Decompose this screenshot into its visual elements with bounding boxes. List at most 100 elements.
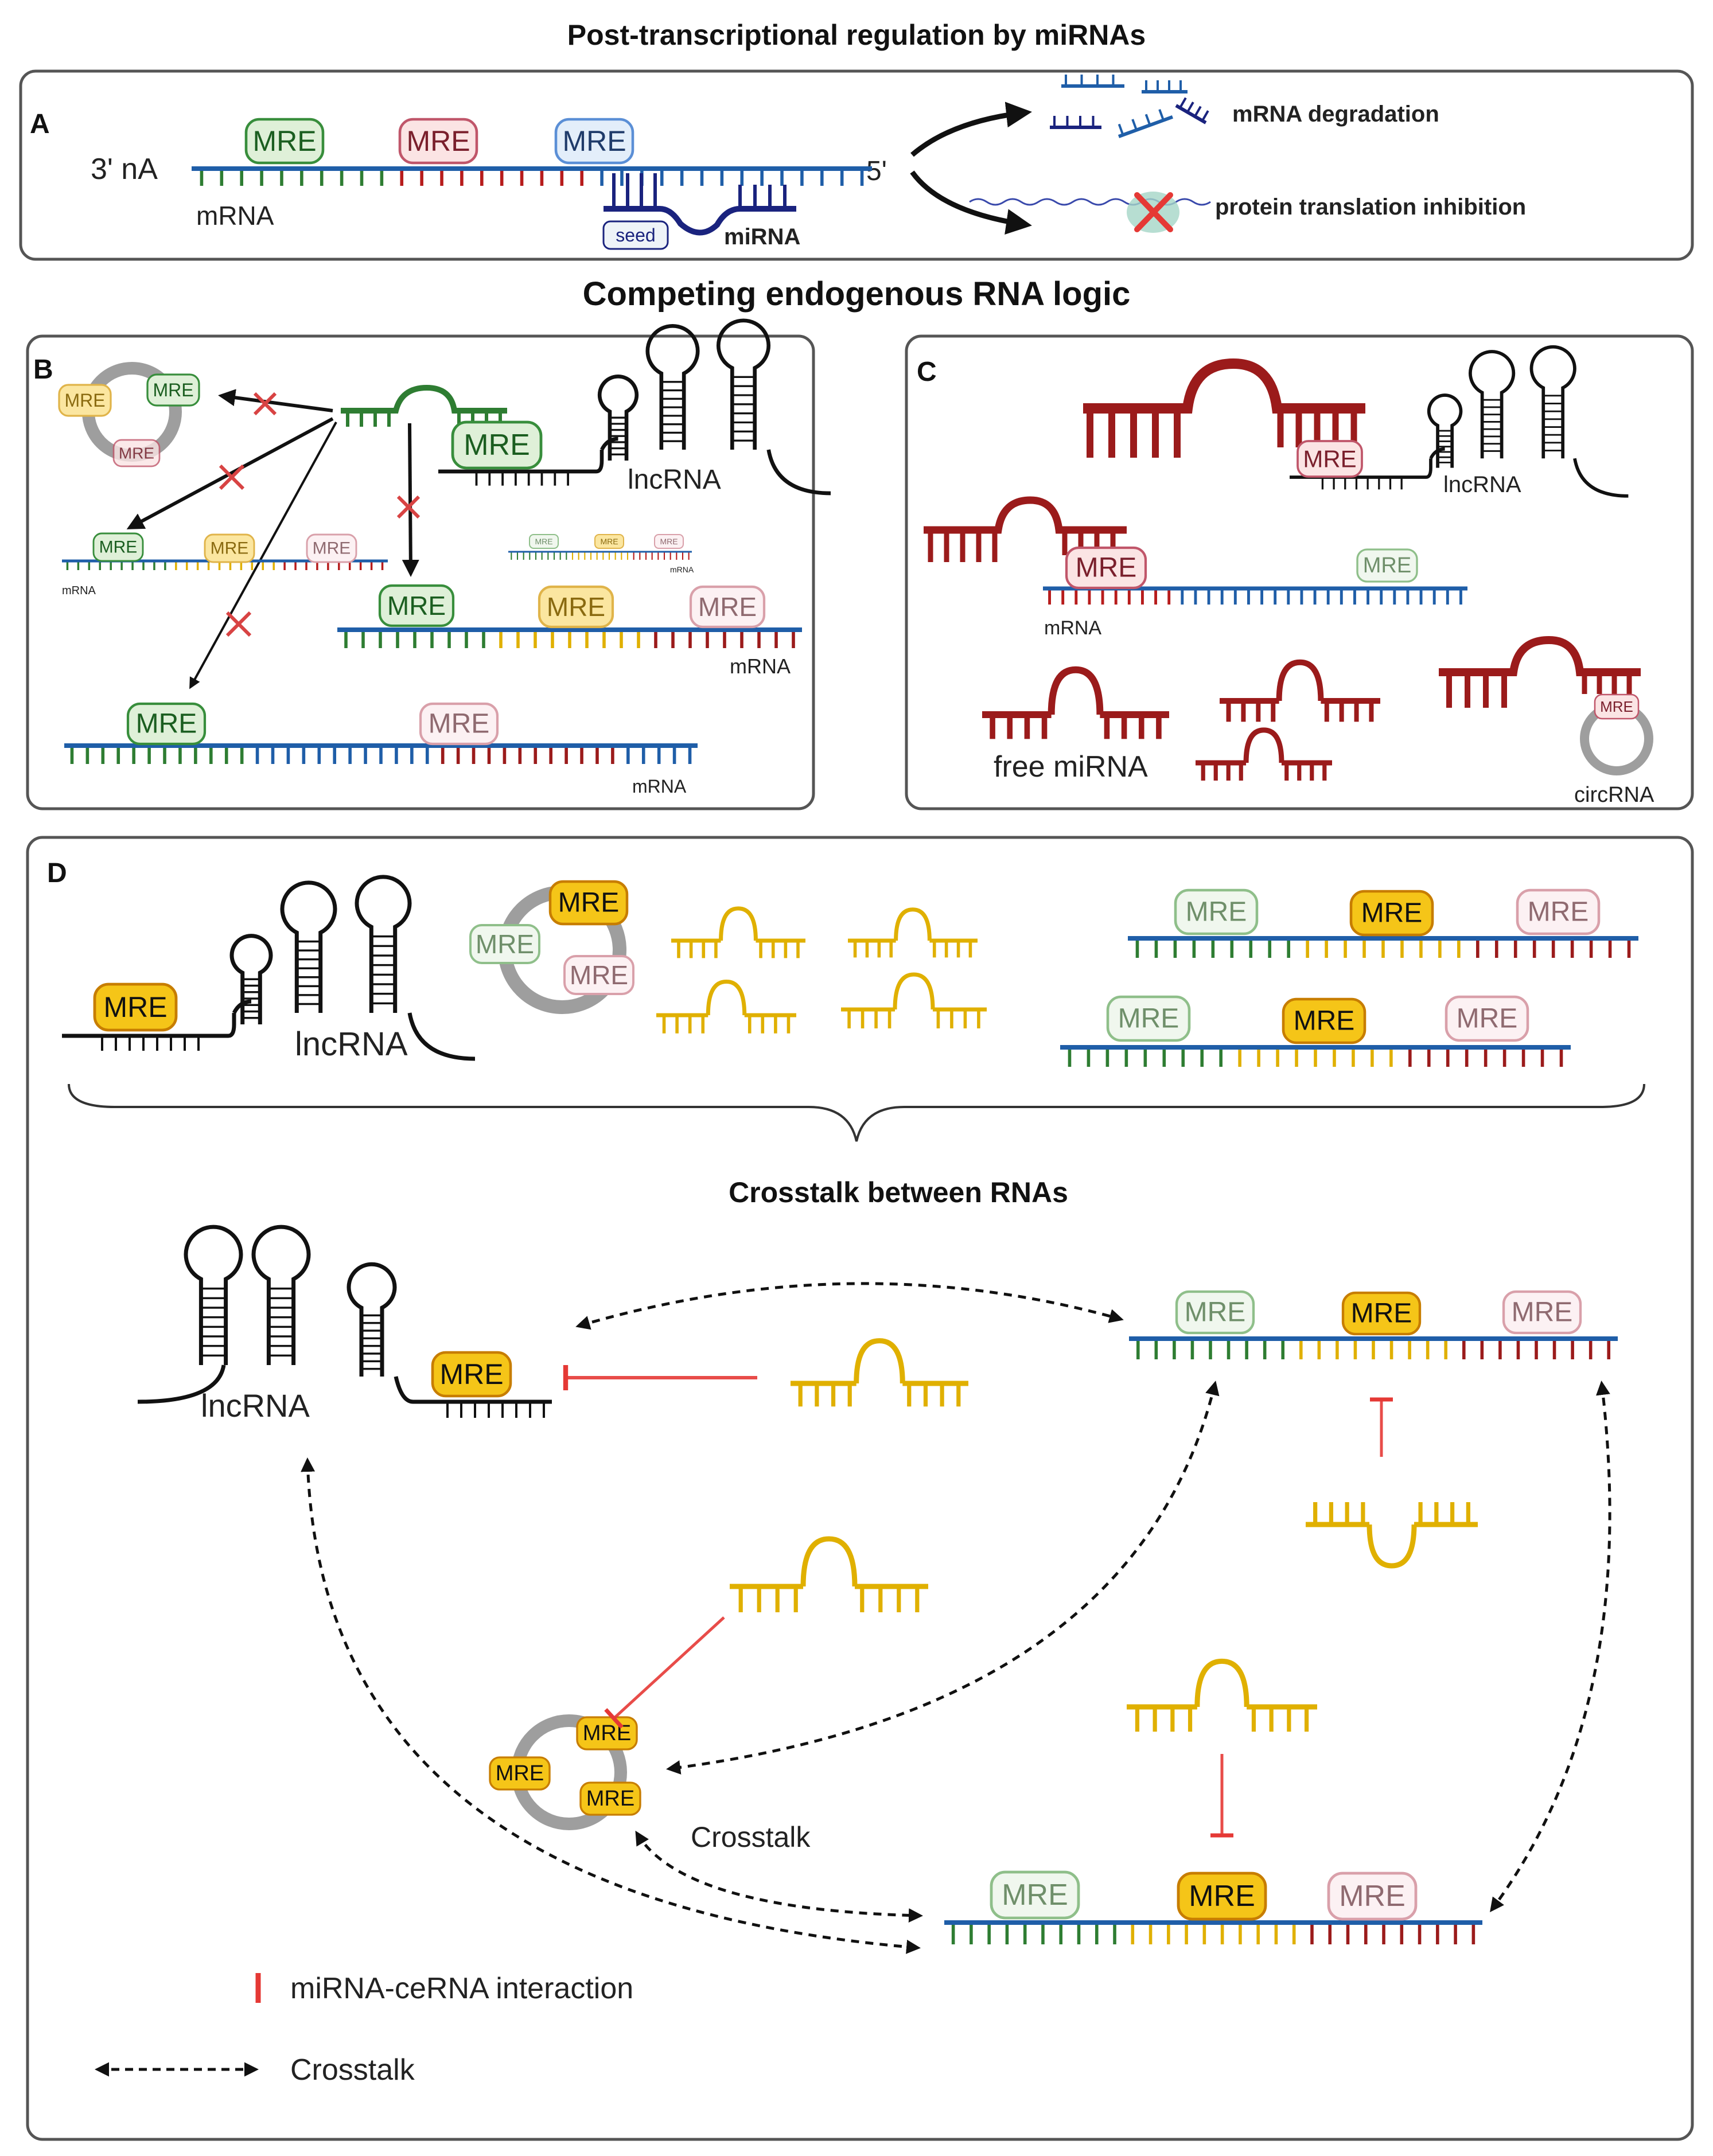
fragment-tick xyxy=(1179,97,1187,108)
lncrna-hairpin xyxy=(251,1225,311,1365)
mre-badge: MRE xyxy=(1282,997,1366,1044)
cross-stroke xyxy=(396,495,421,519)
mre-badge-box xyxy=(146,373,200,407)
mre-badge: MRE xyxy=(548,880,629,926)
degraded-mrna-fragments-icon xyxy=(1050,75,1209,138)
mirna-loop xyxy=(1366,1524,1417,1569)
mre-label: MRE xyxy=(547,592,605,622)
network-mirna-lncrna xyxy=(791,1338,968,1407)
panel-b-lncrna-label: lncRNA xyxy=(628,465,721,495)
mre-badge-box xyxy=(594,534,624,549)
hairpin-stem-loop xyxy=(280,880,337,1013)
mre-badge-box xyxy=(58,384,112,417)
mre-badge-box xyxy=(1175,1290,1255,1335)
fragment-tick xyxy=(1118,123,1124,135)
free-mirna-yellow xyxy=(671,906,805,958)
inhibition-mrna-top xyxy=(1370,1397,1393,1457)
mre-badge: MRE xyxy=(554,118,634,165)
panel-c-lncrna-label: lncRNA xyxy=(1443,472,1521,497)
panel-d-letter: D xyxy=(47,858,67,888)
mre-badge: MRE xyxy=(451,420,543,470)
mre-badge-box xyxy=(1341,1291,1422,1336)
lncrna-link xyxy=(600,436,618,451)
mre-label: MRE xyxy=(600,537,618,546)
panel-c-mrna-label: mRNA xyxy=(1044,617,1101,639)
crosstalk-inline-label: Crosstalk xyxy=(691,1821,811,1853)
mre-badge-box xyxy=(1106,995,1191,1042)
five-prime-label: 5' xyxy=(866,156,887,186)
fragment-tick xyxy=(1186,102,1194,113)
network-mirna-circrna xyxy=(730,1536,928,1612)
mre-badge-box xyxy=(93,983,178,1032)
mirna-backbone xyxy=(1439,636,1641,676)
mre-label: MRE xyxy=(1294,1006,1355,1036)
mre-label: MRE xyxy=(1339,1880,1406,1913)
mre-label: MRE xyxy=(1185,1297,1246,1328)
lncrna-tail xyxy=(137,1364,226,1404)
mre-badge: MRE xyxy=(306,533,357,563)
mre-label: MRE xyxy=(1189,1880,1255,1913)
blocked-arrow-mrna-1 xyxy=(126,417,334,529)
blocked-cross-icon xyxy=(253,392,277,416)
arrow-to-degradation xyxy=(910,102,1032,157)
mre-label: MRE xyxy=(562,125,626,157)
mre-label: MRE xyxy=(1528,897,1589,927)
free-mirna xyxy=(1196,727,1332,781)
mre-label: MRE xyxy=(313,539,351,558)
mre-badge: MRE xyxy=(398,118,478,165)
mre-badge: MRE xyxy=(146,373,200,407)
mirna-loop xyxy=(1048,666,1104,715)
crosstalk-lncrna-mrna-top xyxy=(575,1282,1124,1330)
mre-badge: MRE xyxy=(93,983,178,1032)
ceRNA-mrna-strand xyxy=(1128,936,1638,958)
mre-label: MRE xyxy=(136,709,197,739)
lncrna-backbone xyxy=(62,1013,236,1038)
mre-label: MRE xyxy=(476,929,534,959)
mre-badge-box xyxy=(563,955,634,995)
mre-badge: MRE xyxy=(378,584,455,627)
network-mirna-mrna-bottom xyxy=(1127,1658,1317,1732)
mre-badge: MRE xyxy=(1174,888,1259,935)
logic-title: Competing endogenous RNA logic xyxy=(583,275,1131,313)
ceRNA-mrna-strand xyxy=(1060,1045,1571,1067)
mre-badge-box xyxy=(378,584,455,627)
mirna-loop xyxy=(706,979,747,1016)
lncrna-hairpin xyxy=(1469,350,1516,459)
mre-badge-box xyxy=(689,585,766,629)
blocked-cross-icon xyxy=(219,464,245,490)
mre-badge-box xyxy=(554,118,634,165)
mre-badge: MRE xyxy=(1327,1872,1418,1921)
mre-label: MRE xyxy=(464,428,530,462)
mre-badge: MRE xyxy=(1341,1291,1422,1336)
panel-c-circrna-label: circRNA xyxy=(1574,783,1654,807)
mre-badge-box xyxy=(1177,1872,1267,1921)
network-mrna-top xyxy=(1129,1336,1618,1359)
mre-badge: MRE xyxy=(1356,548,1418,583)
mre-badge: MRE xyxy=(563,955,634,995)
mre-badge-box xyxy=(654,534,684,549)
mre-badge-box xyxy=(1594,693,1640,720)
lncrna-molecule xyxy=(1290,345,1629,498)
mre-badge-box xyxy=(204,533,255,563)
fragment-tick xyxy=(1201,110,1209,122)
lncrna-hairpin xyxy=(184,1225,243,1365)
lncrna-backbone xyxy=(394,1376,552,1404)
panel-c-circrna-mirna xyxy=(1439,636,1641,708)
fragment xyxy=(1118,109,1173,138)
mre-label: MRE xyxy=(1303,446,1356,473)
panel-a-letter: A xyxy=(30,109,50,139)
mre-badge-box xyxy=(1282,997,1366,1044)
cross-stroke xyxy=(253,392,277,416)
panel-a-mirna-label: miRNA xyxy=(724,224,800,249)
mrna-strand-medium xyxy=(337,627,802,648)
mre-badge-box xyxy=(1349,890,1434,937)
mirna-backbone xyxy=(924,496,1127,534)
fragment xyxy=(1061,75,1124,88)
hairpin-stem-loop xyxy=(1529,345,1576,459)
network-mirna-mrna-top xyxy=(1306,1502,1478,1569)
mre-label: MRE xyxy=(99,538,138,557)
